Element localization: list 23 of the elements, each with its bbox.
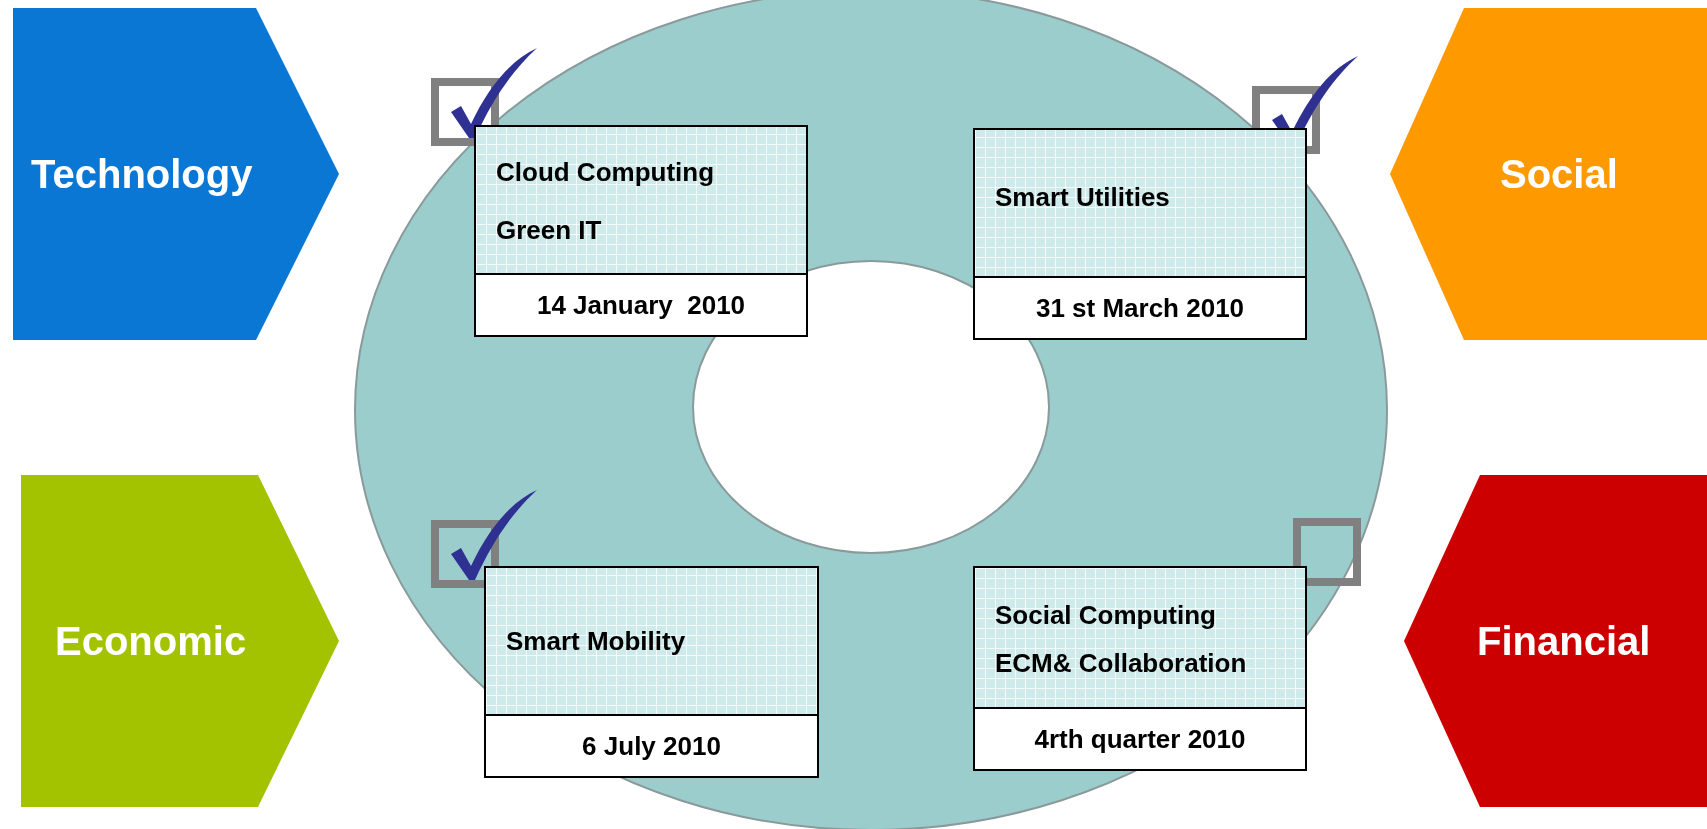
chevron-arrow	[21, 475, 339, 807]
milestone-card	[484, 566, 819, 778]
category-label: Social	[1500, 151, 1618, 197]
date-text: 31 st March 2010	[975, 276, 1305, 338]
category-label: Financial	[1477, 618, 1651, 664]
milestone-card	[973, 128, 1307, 340]
chevron-arrow	[1404, 475, 1707, 807]
date-text: 6 July 2010	[486, 714, 817, 776]
chevron-arrow	[13, 8, 339, 340]
checkbox-icon	[1293, 518, 1361, 588]
date-text: 4rth quarter 2010	[975, 707, 1305, 769]
topic-text: Smart Mobility	[506, 626, 686, 657]
milestone-card	[474, 125, 808, 337]
topic-text: Social Computing	[995, 600, 1216, 631]
topic-text: Smart Utilities	[995, 182, 1170, 213]
category-label: Economic	[55, 618, 247, 664]
milestone-card	[973, 566, 1307, 771]
date-text: 14 January 2010	[476, 273, 806, 335]
topic-text: Green IT	[496, 215, 602, 246]
chevron-arrow	[1390, 8, 1707, 340]
topic-text: Cloud Computing	[496, 157, 715, 188]
topic-text: ECM& Collaboration	[995, 648, 1247, 679]
category-label: Technology	[31, 151, 253, 197]
